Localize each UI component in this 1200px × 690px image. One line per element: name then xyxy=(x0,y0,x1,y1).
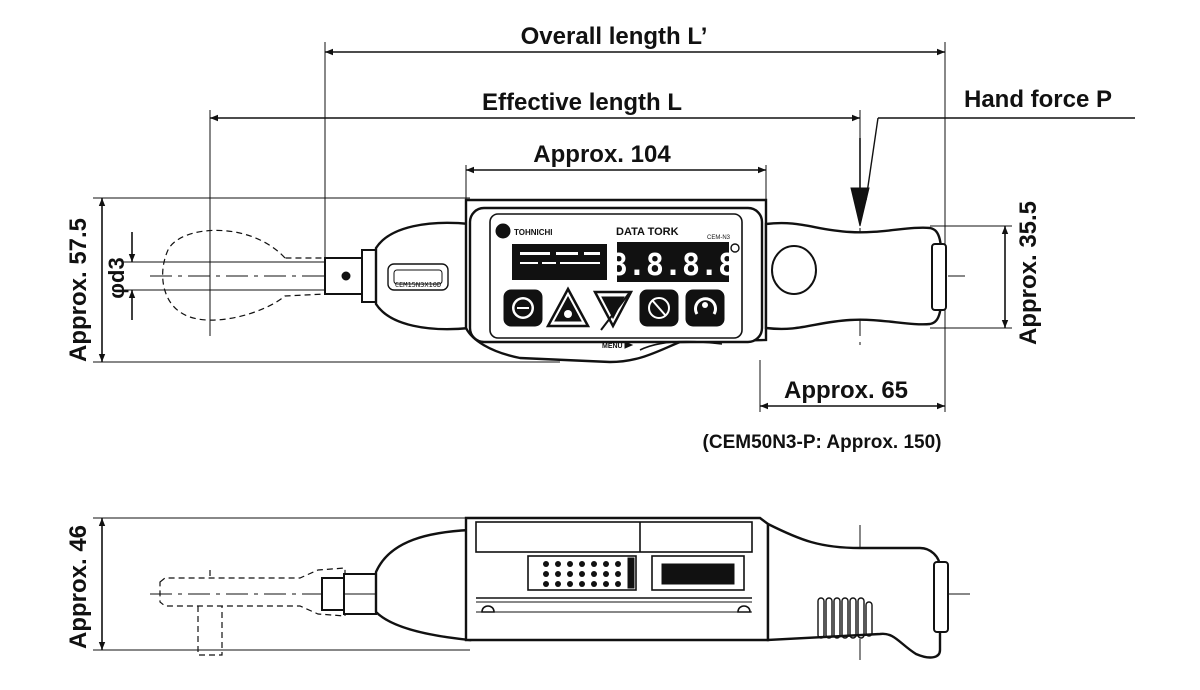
height-side-label: Approx. 46 xyxy=(65,525,92,649)
handle-note-label: (CEM50N3-P: Approx. 150) xyxy=(703,432,942,453)
torque-display: 8.8.8.8 xyxy=(610,242,736,283)
drive-diameter-label: φd3 xyxy=(104,257,129,298)
hand-force-label: Hand force P xyxy=(964,86,1112,113)
head-model-label: CEM15N3X10D xyxy=(395,281,441,289)
status-display xyxy=(512,244,607,280)
side-nose xyxy=(374,528,472,642)
model-small-label: CEM-N3 xyxy=(707,235,731,241)
side-ratchet-outline xyxy=(159,567,346,656)
menu-arrow-label: MENU xyxy=(602,341,634,350)
mode-button[interactable] xyxy=(639,289,679,327)
grip-handle xyxy=(764,221,947,331)
down-button[interactable] xyxy=(592,290,634,331)
ratchet-head-outline xyxy=(162,229,326,321)
power-button[interactable] xyxy=(503,289,543,327)
side-grip-handle xyxy=(766,522,949,659)
height-top-label: Approx. 57.5 xyxy=(65,218,92,362)
product-name: DATA TORK xyxy=(616,226,679,238)
top-view: CEM15N3X10D TOHNICHI DATA TORK CEM-N3 xyxy=(65,23,1135,453)
brand-logo: TOHNICHI xyxy=(495,223,553,239)
side-drive xyxy=(321,573,377,615)
grip-ribs xyxy=(817,597,873,639)
brand-text: TOHNICHI xyxy=(514,228,553,237)
main-body: TOHNICHI DATA TORK CEM-N3 8.8.8.8 xyxy=(464,198,768,364)
square-drive xyxy=(324,249,377,303)
display-value: 8.8.8.8 xyxy=(610,248,736,283)
body-length-label: Approx. 104 xyxy=(533,141,671,168)
memory-button[interactable] xyxy=(685,289,725,327)
effective-length-label: Effective length L xyxy=(482,89,682,116)
up-button[interactable] xyxy=(545,286,591,328)
hand-force-arrow xyxy=(850,117,1135,227)
handle-height-label: Approx. 35.5 xyxy=(1015,201,1042,345)
menu-label: MENU xyxy=(602,343,623,350)
head-neck: CEM15N3X10D xyxy=(374,221,472,331)
handle-length-label: Approx. 65 xyxy=(784,377,908,404)
side-main-body xyxy=(464,516,770,642)
battery-grid xyxy=(543,561,621,587)
side-view: Approx. 46 xyxy=(65,516,970,660)
overall-length-label: Overall length L’ xyxy=(521,23,708,50)
